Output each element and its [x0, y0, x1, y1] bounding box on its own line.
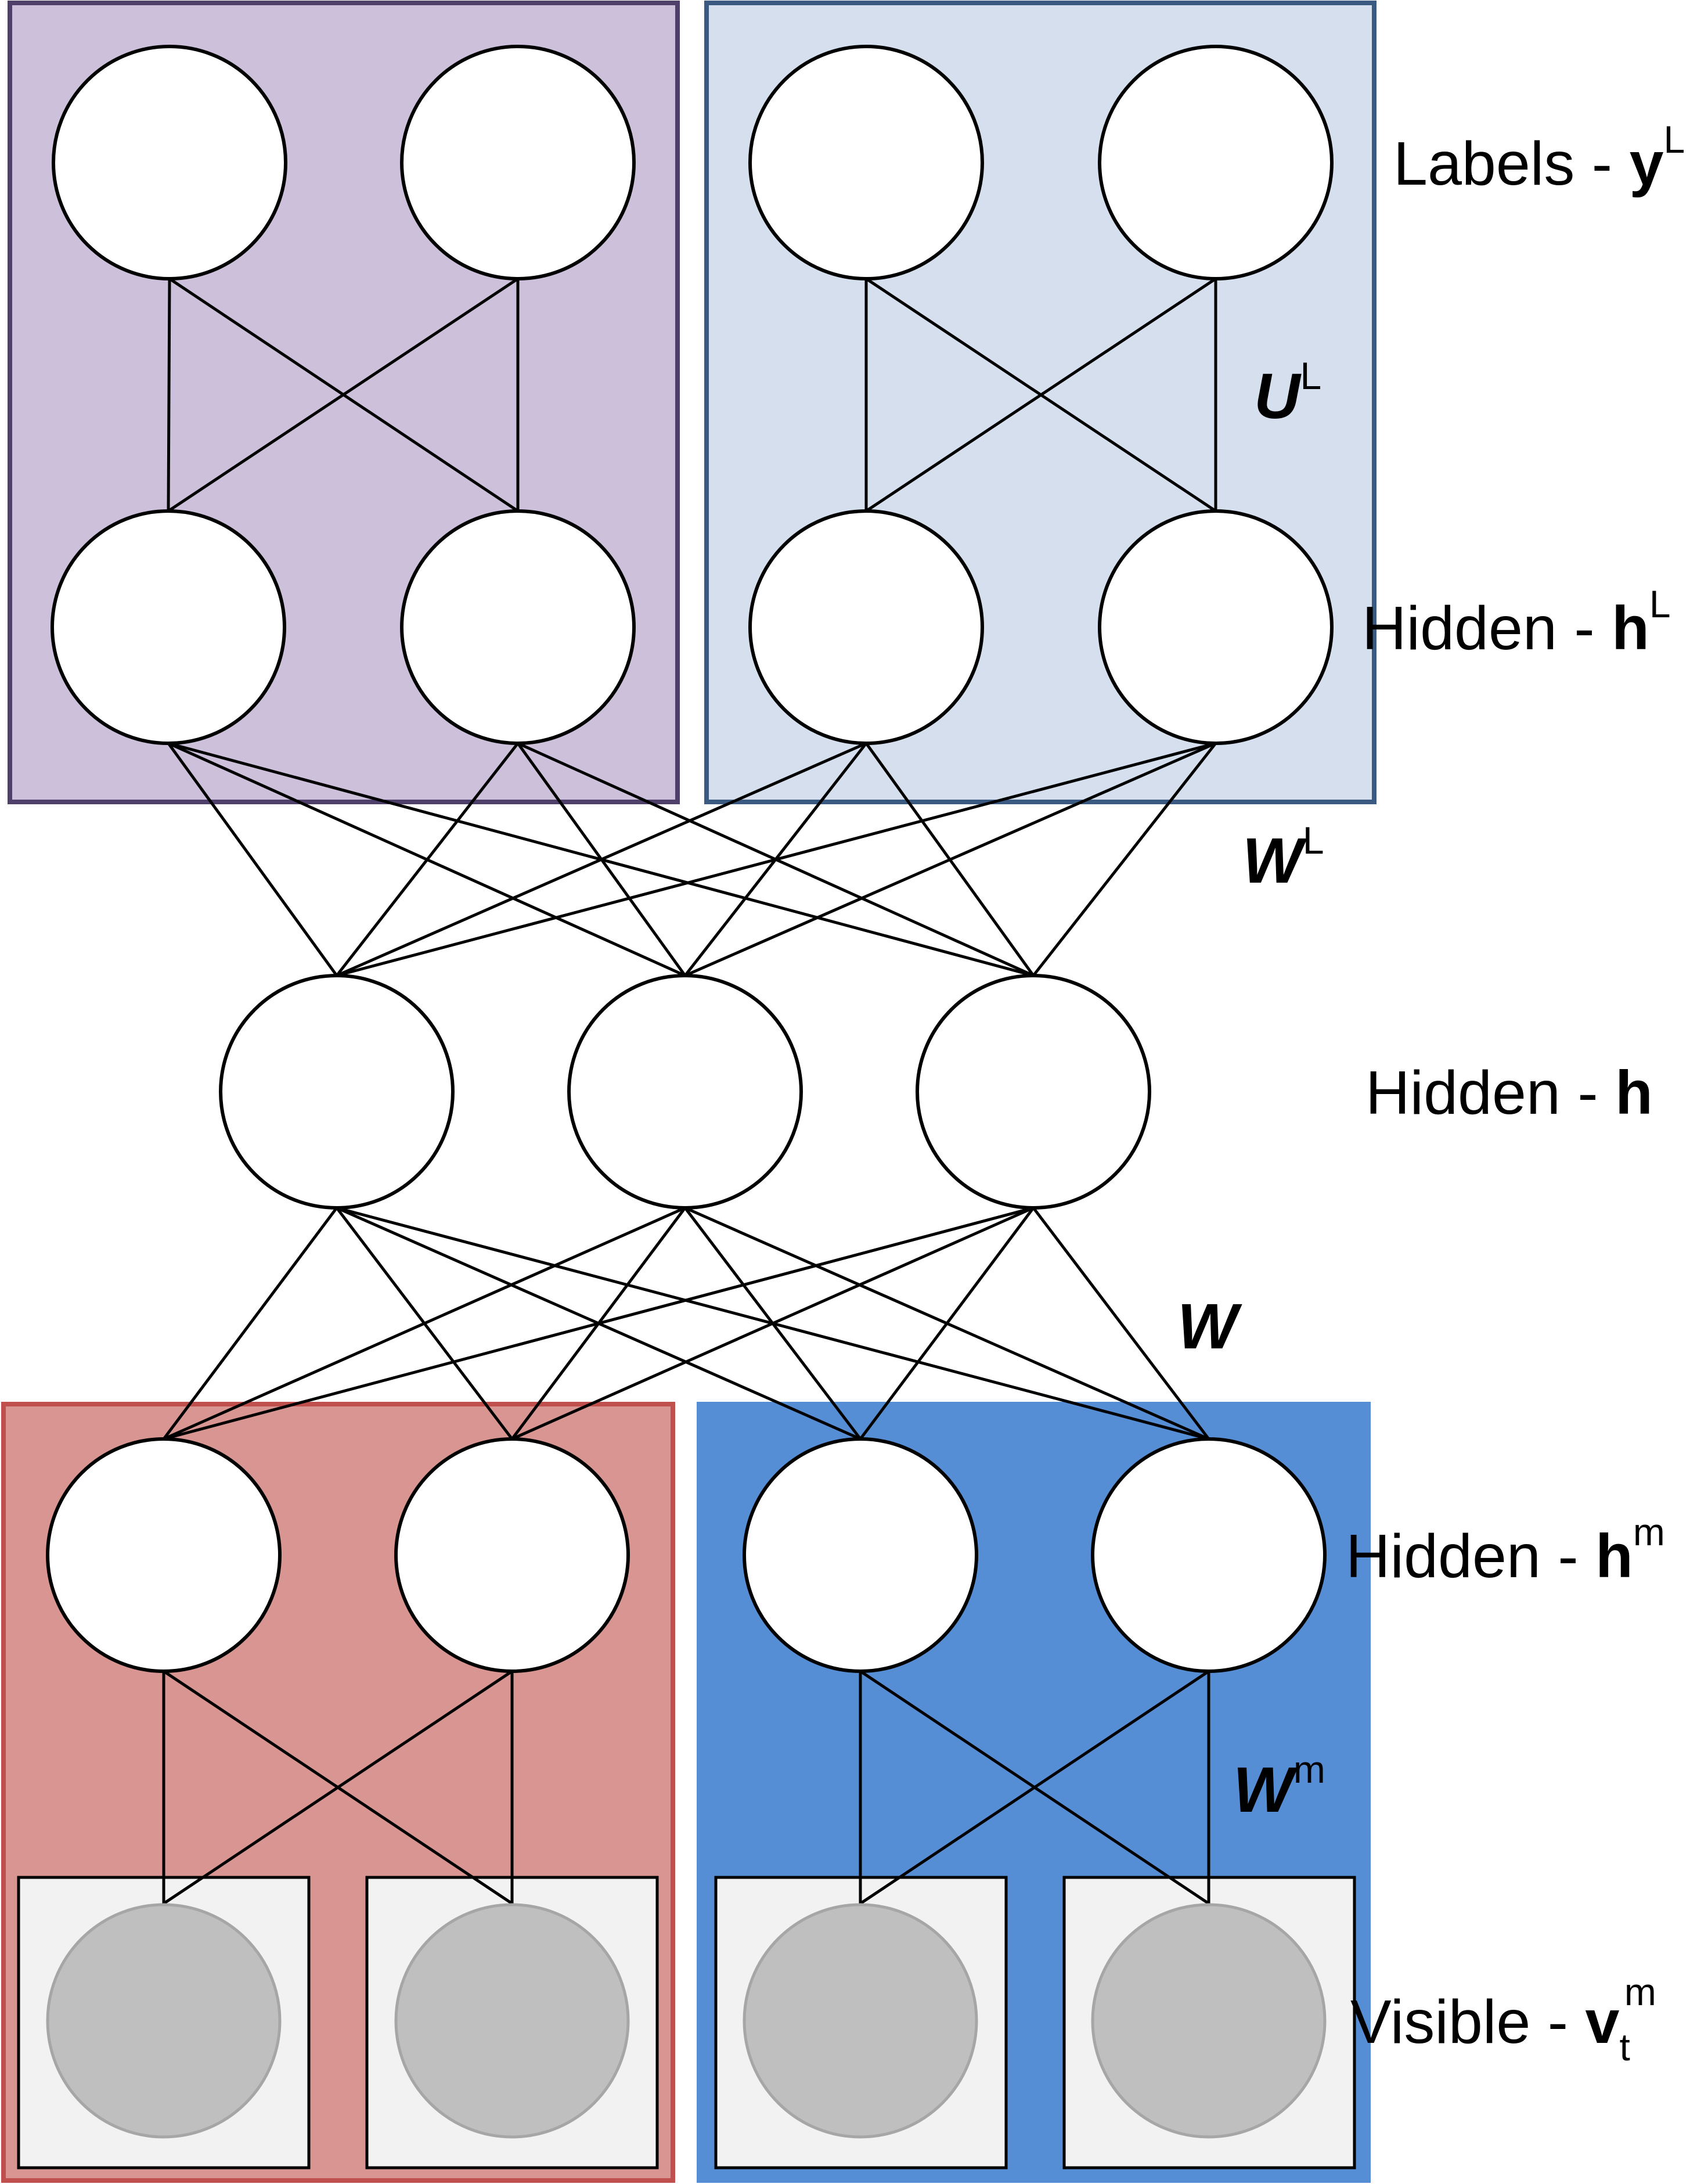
layer-label-hidden: Hidden - h — [1365, 1059, 1653, 1127]
edges-U-left — [167, 277, 520, 513]
edges-W-m — [162, 1670, 1210, 1905]
hidden-L-node — [1098, 509, 1334, 745]
label-node — [748, 45, 984, 280]
hidden-L-node — [400, 509, 636, 745]
edges-U-right — [864, 277, 1217, 513]
weight-label-W: W — [1177, 1291, 1242, 1362]
hidden-m-node — [1091, 1437, 1327, 1673]
visible-node — [1091, 1903, 1327, 2139]
hidden-L-node — [51, 509, 286, 745]
edges-W-L — [167, 742, 1217, 977]
hidden-node — [567, 974, 803, 1210]
label-node — [1098, 45, 1334, 280]
layer-label-labels: Labels - yL — [1393, 118, 1685, 198]
hidden-node — [219, 974, 455, 1210]
visible-node — [743, 1903, 978, 2139]
layer-label-hidden-m: Hidden - hm — [1346, 1510, 1665, 1591]
hidden-node — [916, 974, 1151, 1210]
visible-node — [46, 1903, 282, 2139]
layer-label-hidden-L: Hidden - hL — [1362, 582, 1671, 663]
label-node — [400, 45, 636, 280]
edges-W — [162, 1206, 1210, 1441]
layer-label-visible: Visible - vtm — [1350, 1970, 1656, 2068]
hidden-L-node — [748, 509, 984, 745]
visible-node — [394, 1903, 630, 2139]
weight-label-U-L: UL — [1254, 354, 1321, 432]
hidden-m-node — [743, 1437, 978, 1673]
hidden-m-node — [46, 1437, 282, 1673]
weight-label-W-m: Wm — [1233, 1748, 1325, 1826]
label-node — [52, 45, 287, 280]
weight-label-W-L: WL — [1242, 819, 1324, 897]
hidden-m-node — [394, 1437, 630, 1673]
